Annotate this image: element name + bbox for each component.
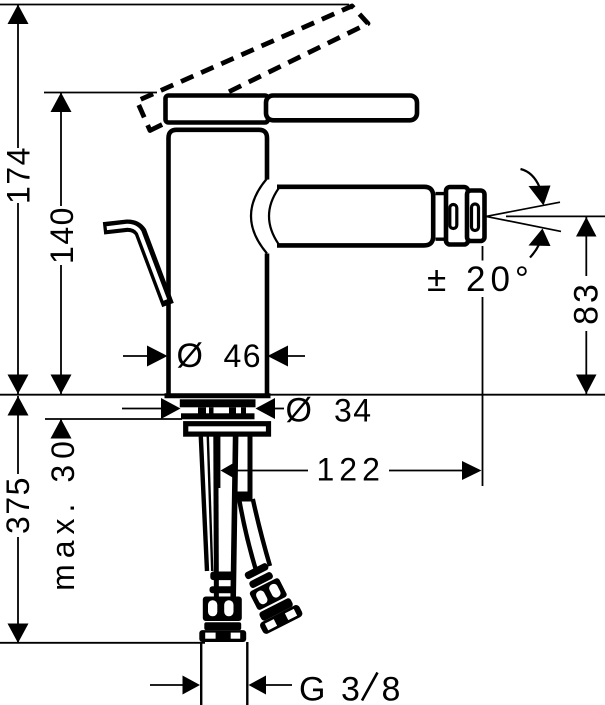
svg-text:174: 174 — [1, 146, 37, 204]
svg-text:8: 8 — [382, 671, 401, 705]
svg-text:G: G — [299, 671, 325, 705]
svg-text:140: 140 — [44, 206, 80, 264]
svg-text:Ø: Ø — [177, 337, 205, 375]
svg-text:375: 375 — [0, 476, 36, 534]
svg-text:34: 34 — [334, 393, 373, 429]
svg-text:±: ± — [427, 260, 446, 299]
svg-text:Ø: Ø — [286, 392, 314, 430]
svg-text:3: 3 — [341, 671, 360, 705]
svg-text:83: 83 — [568, 281, 605, 325]
svg-text:46: 46 — [224, 338, 263, 374]
svg-text:max. 30: max. 30 — [45, 435, 81, 591]
svg-text:122: 122 — [317, 452, 385, 488]
svg-text:20°: 20° — [466, 260, 534, 299]
